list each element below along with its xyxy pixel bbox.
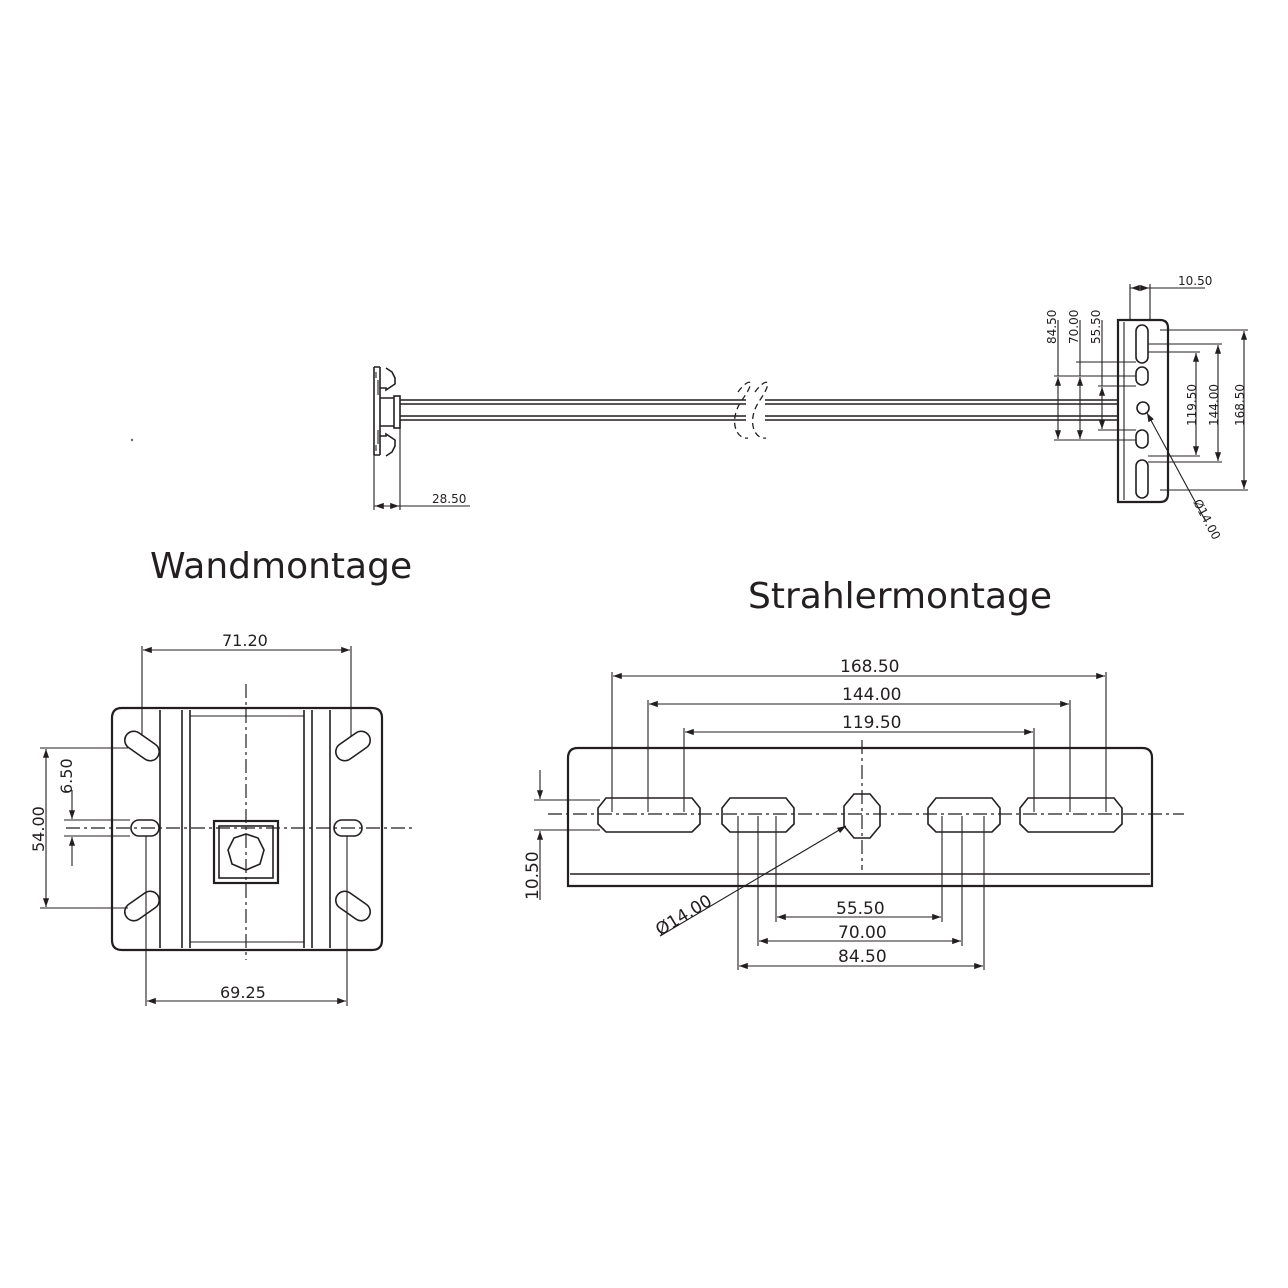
end-slot bbox=[1135, 366, 1149, 386]
dim-55-50-v: 55.50 bbox=[1089, 310, 1103, 344]
dim-70-00-v: 70.00 bbox=[1067, 310, 1081, 344]
spot-slot bbox=[927, 797, 1001, 833]
dim-hole-spot: Ø14.00 bbox=[652, 891, 715, 940]
spot-plate-view: 168.50 144.00 119.50 55.50 70.00 84.50 1… bbox=[523, 657, 1184, 970]
end-plate bbox=[1116, 318, 1170, 504]
arm-side-view: 28.50 10.50 84.50 70.00 55.50 119.50 144… bbox=[373, 274, 1248, 542]
dim-10-50-top: 10.50 bbox=[1178, 274, 1212, 288]
end-hole bbox=[1136, 401, 1150, 415]
dim-6-50: 6.50 bbox=[57, 758, 76, 794]
dim-71-20: 71.20 bbox=[222, 631, 268, 650]
end-slot bbox=[1135, 324, 1149, 364]
dim-hole-top: Ø14.00 bbox=[1190, 497, 1223, 542]
wall-slot bbox=[124, 730, 160, 762]
dim-70-00-h: 70.00 bbox=[838, 923, 887, 943]
wall-plate-view: 71.20 69.25 54.00 6.50 bbox=[29, 631, 412, 1006]
spot-plate-outline bbox=[566, 746, 1154, 888]
speck bbox=[130, 438, 134, 442]
dim-84-50-h: 84.50 bbox=[838, 947, 887, 967]
title-wandmontage: Wandmontage bbox=[150, 546, 412, 587]
wall-bracket bbox=[373, 366, 396, 457]
spot-hex-hole bbox=[843, 793, 881, 839]
dim-168-50-v: 168.50 bbox=[1233, 384, 1247, 426]
dim-144-00-v: 144.00 bbox=[1207, 384, 1221, 426]
spot-slot bbox=[597, 797, 701, 833]
bracket-flange bbox=[393, 395, 401, 429]
dim-119-50-h: 119.50 bbox=[842, 713, 901, 733]
break-symbol bbox=[733, 381, 769, 439]
wall-slot bbox=[124, 890, 160, 922]
dim-144-00-h: 144.00 bbox=[842, 685, 901, 705]
wall-slot bbox=[335, 890, 371, 922]
dim-55-50-h: 55.50 bbox=[836, 899, 885, 919]
dim-168-50-h: 168.50 bbox=[840, 657, 899, 677]
dim-69-25: 69.25 bbox=[220, 983, 266, 1002]
end-slot bbox=[1135, 459, 1149, 499]
dim-119-50-v: 119.50 bbox=[1185, 384, 1199, 426]
title-strahlermontage: Strahlermontage bbox=[748, 576, 1052, 617]
arm-tube bbox=[400, 399, 1118, 421]
wall-plate-outline bbox=[110, 706, 384, 952]
end-slot bbox=[1135, 429, 1149, 449]
dim-10-50-side: 10.50 bbox=[523, 851, 543, 900]
dim-84-50-v: 84.50 bbox=[1045, 310, 1059, 344]
dim-28-50: 28.50 bbox=[432, 492, 466, 506]
spot-slot bbox=[721, 797, 795, 833]
wall-slot bbox=[335, 730, 371, 762]
dim-54-00: 54.00 bbox=[29, 806, 48, 852]
spot-slot bbox=[1019, 797, 1123, 833]
